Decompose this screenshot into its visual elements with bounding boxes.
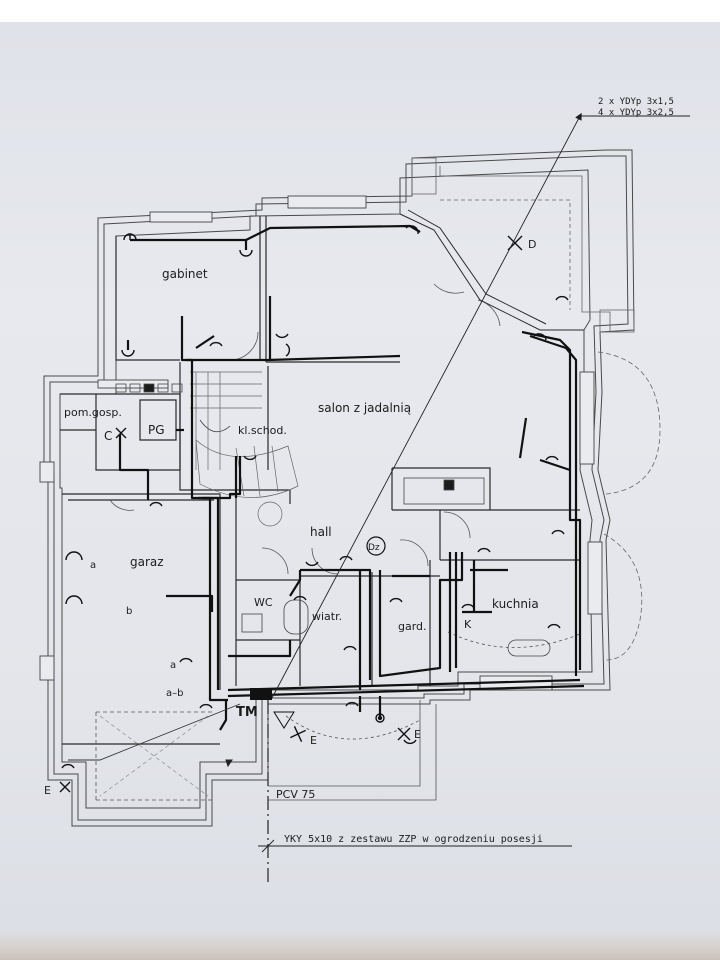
mark-e-entry-left: E — [310, 734, 317, 747]
room-garaz: garaz — [130, 555, 164, 569]
room-gabinet: gabinet — [162, 267, 208, 281]
mark-b-garage: b — [126, 606, 132, 617]
mark-k: K — [464, 618, 472, 631]
mark-a-garage-1: a — [90, 560, 96, 571]
room-wiatr: wiatr. — [312, 610, 342, 623]
room-pg: PG — [148, 423, 165, 437]
room-kl-schod: kl.schod. — [238, 424, 287, 437]
room-labels: gabinet pom.gosp. PG kl.schod. salon z j… — [64, 267, 539, 633]
leader-line — [68, 112, 690, 761]
cable-note-line-1: 2 x YDYp 3x1,5 — [598, 97, 674, 107]
mark-dz: Dz — [368, 543, 380, 553]
room-gard: gard. — [398, 620, 427, 633]
mark-a-garage-2: a — [170, 660, 176, 671]
terrace-outline — [411, 157, 661, 661]
supply-line — [225, 700, 572, 884]
mark-c: C — [104, 429, 112, 443]
room-wc: WC — [254, 596, 273, 609]
mark-d: D — [528, 238, 536, 251]
supply-cable-label: YKY 5x10 z zestawu ZZP w ogrodzeniu pose… — [284, 834, 543, 845]
room-salon: salon z jadalnią — [318, 401, 411, 415]
mark-e-entry-right: E — [414, 728, 421, 741]
door-swings — [95, 283, 581, 801]
cable-notes: 2 x YDYp 3x1,5 4 x YDYp 3x2,5 PCV 75 YKY… — [276, 97, 674, 845]
fixtures — [115, 383, 551, 657]
room-kuchnia: kuchnia — [492, 597, 539, 611]
mark-tm: TM — [236, 705, 258, 720]
room-pom-gosp: pom.gosp. — [64, 406, 122, 419]
pcv-conduit — [268, 700, 437, 801]
staircase — [190, 371, 299, 527]
mark-e-garage: E — [44, 784, 51, 797]
cable-note-line-2: 4 x YDYp 3x2,5 — [598, 108, 674, 118]
symbol-labels: C D Dz K TM E E E a a b a–b — [44, 238, 536, 797]
room-hall: hall — [310, 525, 332, 539]
outer-walls — [43, 149, 635, 827]
pcv-label: PCV 75 — [276, 788, 315, 801]
light-points — [59, 235, 523, 793]
interior-walls — [60, 209, 584, 745]
mark-ab-garage: a–b — [166, 688, 183, 699]
main-distribution-board — [250, 688, 272, 700]
outlet-symbols — [61, 225, 569, 769]
wiring — [118, 224, 585, 731]
